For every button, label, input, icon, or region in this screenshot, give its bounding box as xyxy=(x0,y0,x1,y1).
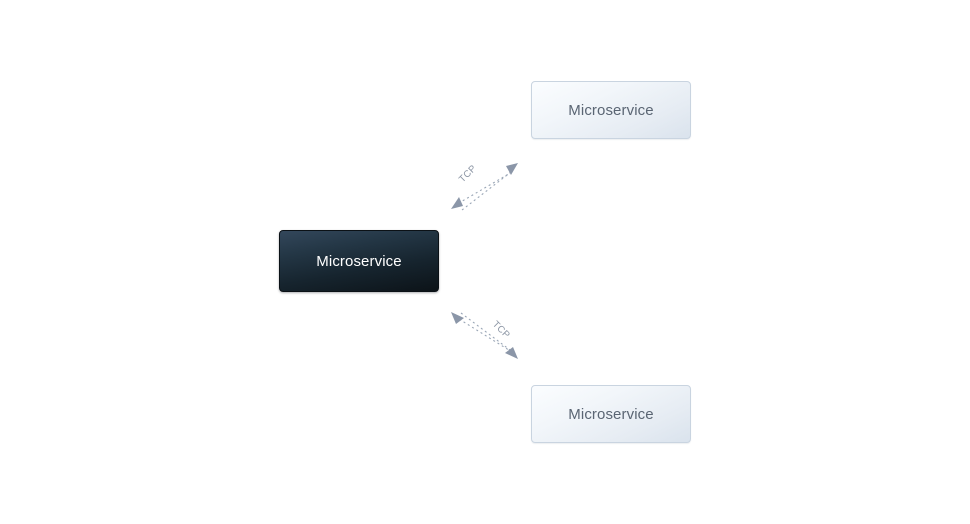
node-label: Microservice xyxy=(568,405,654,423)
connector-tcp-top-arrow-in xyxy=(451,197,463,209)
node-label: Microservice xyxy=(568,101,654,119)
node-microservice-main[interactable]: Microservice xyxy=(279,230,439,292)
connector-tcp-bottom-arrow-out xyxy=(505,347,518,359)
connector-label-tcp-bottom: TCP xyxy=(489,318,513,342)
connector-label-tcp-top: TCP xyxy=(456,162,480,186)
connector-tcp-bottom-arrow-in xyxy=(451,312,464,324)
node-label: Microservice xyxy=(316,252,402,270)
connector-tcp-top-arrow-out xyxy=(506,163,518,175)
node-microservice-bottom[interactable]: Microservice xyxy=(531,385,691,443)
node-microservice-top[interactable]: Microservice xyxy=(531,81,691,139)
connector-tcp-top xyxy=(451,163,518,211)
